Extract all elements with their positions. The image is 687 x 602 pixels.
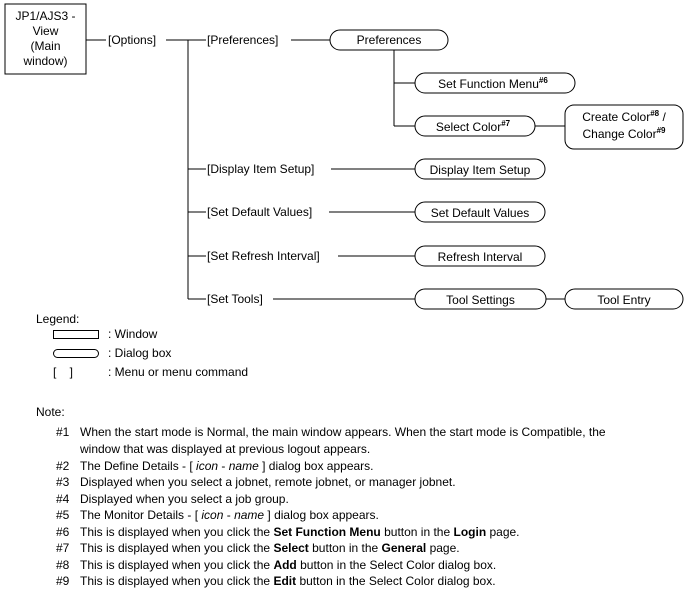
note-text: This is displayed when you click the Set… (80, 524, 520, 539)
note-text: The Monitor Details - [ icon - name ] di… (80, 508, 379, 522)
create-change-color-dialog-box (564, 104, 684, 150)
tool-entry-dialog-box (564, 288, 684, 310)
set-default-values-dialog-box (414, 201, 546, 223)
window-symbol (53, 330, 99, 340)
note-text: When the start mode is Normal, the main … (80, 425, 606, 456)
legend-menu-row: [ ] : Menu or menu command (53, 363, 248, 382)
connector-lines (86, 39, 565, 300)
display-item-setup-dialog-box (414, 158, 546, 180)
note-text: Displayed when you select a job group. (80, 491, 289, 506)
note-number: #9 (56, 574, 70, 588)
menu-tree-diagram: JP1/AJS3 - View (Main window) [Options] … (4, 3, 684, 310)
legend-window-label: : Window (108, 327, 158, 341)
main-window-label-line3: (Main (30, 39, 60, 53)
menu-options: [Options] (108, 33, 156, 47)
tool-settings-dialog-box (414, 288, 547, 310)
menu-set-tools: [Set Tools] (207, 292, 263, 306)
note-text: Displayed when you select a jobnet, remo… (80, 475, 456, 489)
legend-title: Legend: (36, 312, 80, 326)
display-item-setup-dialog-label: Display Item Setup (430, 163, 531, 177)
notes-title: Note: (36, 405, 65, 419)
main-window-box (4, 3, 87, 75)
change-color-dialog-label: Change Color#9 (583, 126, 666, 141)
note-text: The Define Details - [ icon - name ] dia… (80, 458, 374, 473)
set-default-values-dialog-label: Set Default Values (431, 206, 530, 220)
note-number: #1 (56, 425, 70, 439)
menu-preferences: [Preferences] (207, 33, 278, 47)
refresh-interval-dialog-label: Refresh Interval (438, 250, 523, 264)
set-function-menu-dialog-label: Set Function Menu#6 (438, 76, 548, 91)
legend-menu-label: : Menu or menu command (108, 365, 249, 379)
note-number: #2 (56, 458, 70, 473)
menu-display-item-setup: [Display Item Setup] (207, 162, 314, 176)
note-text: This is displayed when you click the Add… (80, 557, 497, 572)
note-number: #7 (56, 541, 70, 555)
note-text: This is displayed when you click the Edi… (80, 574, 496, 588)
menu-set-default-values: [Set Default Values] (207, 205, 312, 219)
refresh-interval-dialog-box (414, 245, 546, 267)
note-number: #3 (56, 475, 70, 489)
note-number: #4 (56, 491, 70, 506)
set-function-menu-dialog-box (414, 72, 576, 94)
main-window-label-line1: JP1/AJS3 - (15, 9, 75, 23)
tool-settings-dialog-label: Tool Settings (446, 293, 515, 307)
preferences-dialog-label: Preferences (357, 33, 422, 47)
legend-window-row: : Window (53, 325, 157, 344)
menu-symbol: [ ] (53, 365, 74, 379)
select-color-dialog-box (414, 115, 536, 137)
preferences-dialog-box (329, 29, 449, 51)
note-number: #5 (56, 508, 70, 522)
dialog-symbol (53, 349, 99, 359)
note-text: This is displayed when you click the Sel… (80, 541, 460, 555)
legend-dialog-label: : Dialog box (108, 346, 172, 360)
menu-set-refresh-interval: [Set Refresh Interval] (207, 249, 320, 263)
main-window-label-line2: View (33, 24, 59, 38)
note-number: #6 (56, 524, 70, 539)
select-color-dialog-label: Select Color#7 (436, 119, 511, 134)
create-color-dialog-label: Create Color#8 / (582, 109, 666, 124)
main-window-label-line4: window) (22, 54, 67, 68)
legend-dialog-row: : Dialog box (53, 344, 171, 363)
tool-entry-dialog-label: Tool Entry (597, 293, 650, 307)
note-number: #8 (56, 557, 70, 572)
